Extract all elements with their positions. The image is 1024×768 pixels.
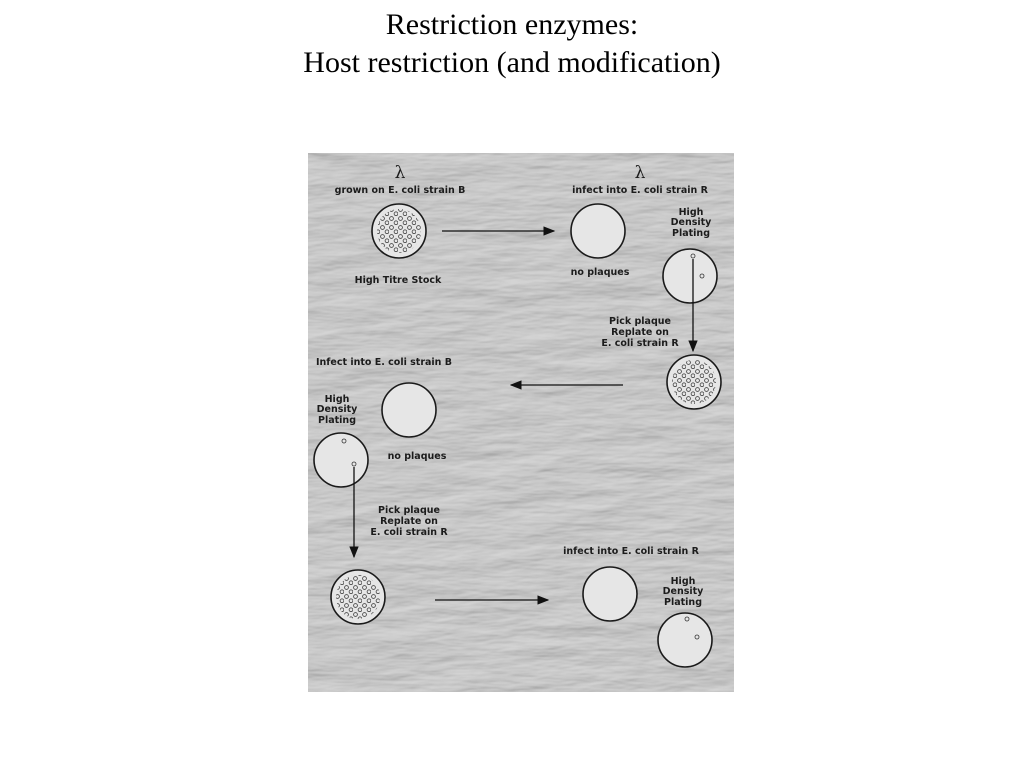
dish-high-density-b xyxy=(313,432,369,488)
slide-title: Restriction enzymes: Host restriction (a… xyxy=(0,6,1024,82)
dish-high-density-r-2 xyxy=(657,612,713,668)
label-infect-b: Infect into E. coli strain B xyxy=(316,357,452,368)
svg-text:Replate on: Replate on xyxy=(611,327,669,338)
svg-text:Density: Density xyxy=(317,404,359,415)
svg-text:Pick plaque: Pick plaque xyxy=(609,316,671,327)
label-infect-r-2: infect into E. coli strain R xyxy=(563,546,699,557)
svg-text:Plating: Plating xyxy=(664,597,702,608)
svg-text:Density: Density xyxy=(671,217,713,228)
svg-text:Replate on: Replate on xyxy=(380,516,438,527)
dish-no-plaques-b xyxy=(381,382,437,438)
label-no-plaques-2: no plaques xyxy=(388,451,447,462)
label-high-density-1: High Density Plating xyxy=(671,207,713,239)
svg-text:E. coli strain R: E. coli strain R xyxy=(370,527,448,538)
dish-high-density-r xyxy=(662,248,718,304)
svg-text:High: High xyxy=(671,576,696,587)
svg-text:Plating: Plating xyxy=(318,415,356,426)
svg-text:Density: Density xyxy=(663,586,705,597)
dish-replated-r xyxy=(666,354,722,410)
dish-replated-r-2 xyxy=(330,569,386,625)
label-pick-plaque-2: Pick plaque Replate on E. coli strain R xyxy=(370,505,448,538)
label-infect-r-1: infect into E. coli strain R xyxy=(572,185,708,196)
svg-text:Plating: Plating xyxy=(672,228,710,239)
lambda-symbol-2: λ xyxy=(635,163,646,183)
dish-high-titre-stock xyxy=(371,203,427,259)
label-pick-plaque-1: Pick plaque Replate on E. coli strain R xyxy=(601,316,679,349)
host-restriction-diagram: λ grown on E. coli strain B High Titre S… xyxy=(308,153,734,692)
label-high-titre-stock: High Titre Stock xyxy=(355,275,442,286)
svg-text:Pick plaque: Pick plaque xyxy=(378,505,440,516)
dish-no-plaques-r xyxy=(570,203,626,259)
svg-text:E. coli strain R: E. coli strain R xyxy=(601,338,679,349)
label-no-plaques-1: no plaques xyxy=(571,267,630,278)
svg-text:High: High xyxy=(679,207,704,218)
label-high-density-2: High Density Plating xyxy=(317,394,359,426)
dish-no-plaques-r-2 xyxy=(582,566,638,622)
svg-text:High: High xyxy=(325,394,350,405)
title-line-2: Host restriction (and modification) xyxy=(303,46,721,79)
lambda-symbol-1: λ xyxy=(395,163,406,183)
title-line-1: Restriction enzymes: xyxy=(385,8,639,41)
label-grown-on-b: grown on E. coli strain B xyxy=(335,185,466,196)
label-high-density-3: High Density Plating xyxy=(663,576,705,608)
